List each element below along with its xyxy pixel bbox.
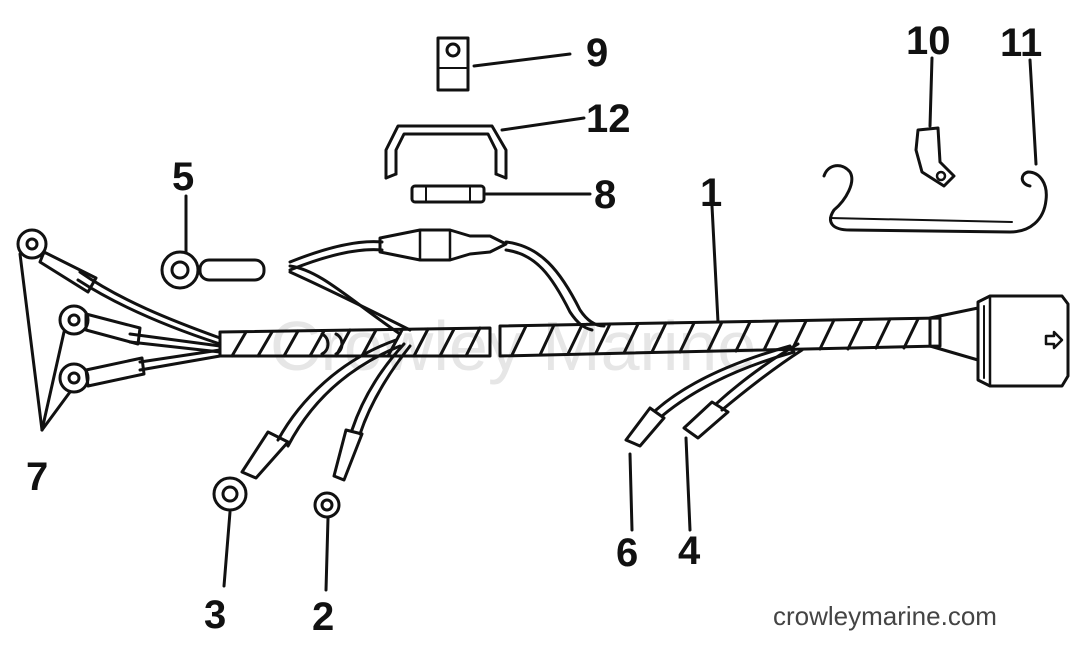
callout-3: 3 xyxy=(204,593,226,637)
callout-6: 6 xyxy=(616,531,638,575)
callout-2: 2 xyxy=(312,595,334,639)
part-12-bracket xyxy=(384,124,508,180)
callout-10: 10 xyxy=(906,19,951,63)
part-3-ring-lead xyxy=(212,338,402,512)
part-8-fuse xyxy=(410,184,486,204)
callout-8: 8 xyxy=(594,173,616,217)
callout-5: 5 xyxy=(172,155,194,199)
callout-11: 11 xyxy=(1000,21,1042,65)
part-7-ring-terminals xyxy=(16,228,222,432)
callout-1: 1 xyxy=(700,171,722,215)
part-9-clip xyxy=(436,36,470,92)
callout-4: 4 xyxy=(678,529,701,573)
callout-7: 7 xyxy=(26,455,48,499)
part-11-retainer xyxy=(822,164,1048,234)
callout-9: 9 xyxy=(586,31,608,75)
part-10-clip xyxy=(914,126,956,188)
part-5-fused-lead xyxy=(160,228,606,336)
part-1-main-harness xyxy=(218,316,942,358)
callout-12: 12 xyxy=(586,97,631,141)
leader-lines xyxy=(184,52,1038,592)
part-2-ring-lead xyxy=(313,342,412,519)
part-4-bullet-lead xyxy=(682,342,804,440)
harness-connector xyxy=(928,294,1070,388)
site-watermark: crowleymarine.com xyxy=(773,601,997,631)
